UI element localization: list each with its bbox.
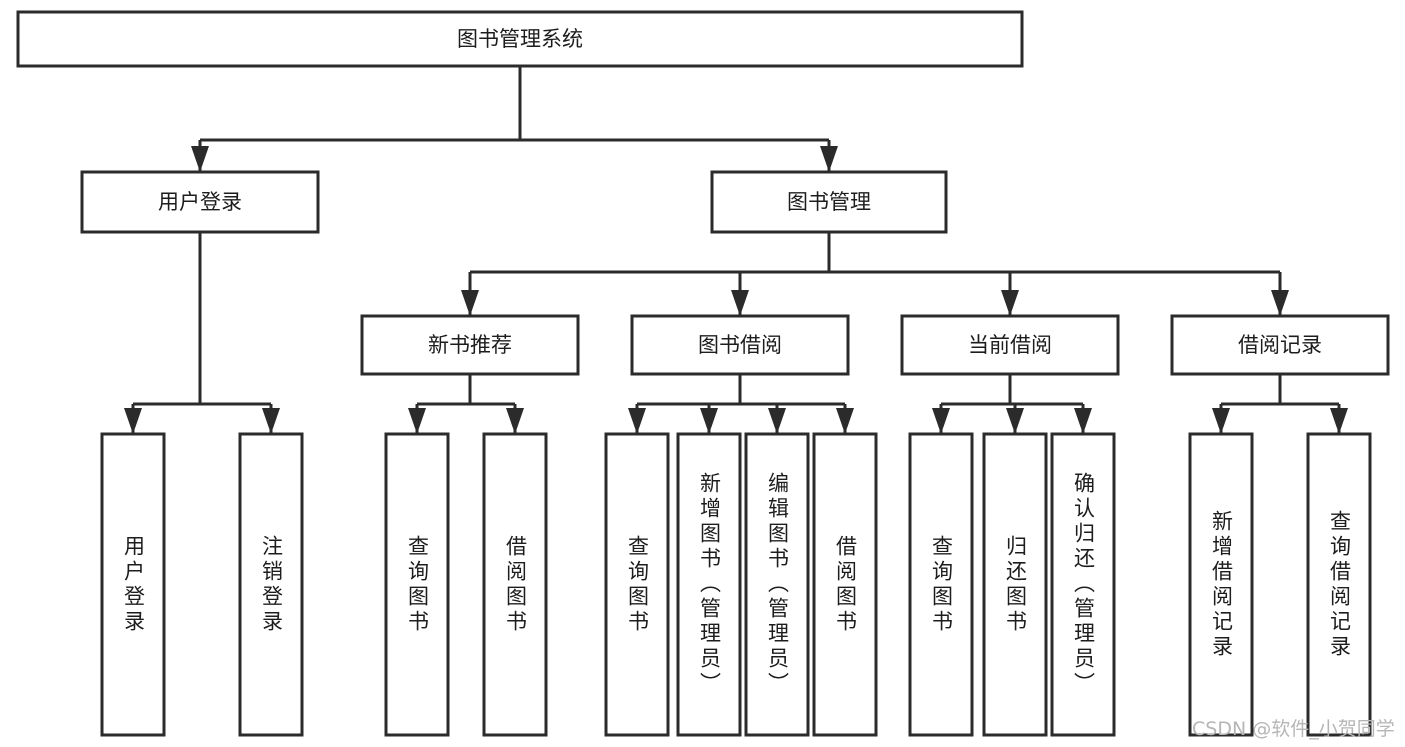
node-box-current-borrow[interactable]	[900, 314, 1120, 376]
arrow-head-user-login	[191, 146, 209, 172]
node-box-leaf-add-record[interactable]	[1188, 432, 1254, 737]
node-box-leaf-query-record[interactable]	[1306, 432, 1372, 737]
arrow-head-leaf-query-record	[1330, 408, 1348, 434]
arrow-head-leaf-edit-book	[768, 408, 786, 434]
node-box-book-manage[interactable]	[710, 170, 948, 234]
node-box-leaf-edit-book[interactable]	[744, 432, 810, 737]
node-box-new-book-rec[interactable]	[360, 314, 580, 376]
arrow-head-book-borrow	[731, 290, 749, 316]
arrow-head-book-manage	[820, 146, 838, 172]
arrow-head-leaf-borrow-book-1	[506, 408, 524, 434]
node-box-leaf-borrow-book-2[interactable]	[812, 432, 878, 737]
node-box-leaf-confirm-return[interactable]	[1050, 432, 1116, 737]
node-box-user-login[interactable]	[80, 170, 320, 234]
arrow-head-leaf-query-book-1	[408, 408, 426, 434]
node-box-leaf-add-book[interactable]	[676, 432, 742, 737]
node-label-book-manage: 图书管理	[787, 190, 871, 214]
connector-layer	[124, 66, 1348, 434]
arrow-head-leaf-add-book	[700, 408, 718, 434]
arrow-head-leaf-add-record	[1212, 408, 1230, 434]
node-label-user-login: 用户登录	[158, 190, 242, 214]
node-box-leaf-borrow-book-1[interactable]	[482, 432, 548, 737]
arrow-head-leaf-logout	[262, 408, 280, 434]
node-box-leaf-query-book-1[interactable]	[384, 432, 450, 737]
node-box-root[interactable]	[16, 10, 1024, 68]
arrow-head-leaf-user-login	[124, 408, 142, 434]
arrow-head-leaf-return-book	[1006, 408, 1024, 434]
box-layer	[16, 10, 1390, 737]
node-box-book-borrow[interactable]	[630, 314, 850, 376]
node-label-book-borrow: 图书借阅	[698, 333, 782, 357]
node-box-leaf-return-book[interactable]	[982, 432, 1048, 737]
node-box-borrow-record[interactable]	[1170, 314, 1390, 376]
arrow-head-new-book-rec	[461, 290, 479, 316]
arrow-head-current-borrow	[1001, 290, 1019, 316]
arrow-head-borrow-record	[1271, 290, 1289, 316]
node-label-current-borrow: 当前借阅	[968, 333, 1052, 357]
arrow-head-leaf-query-book-3	[932, 408, 950, 434]
arrow-head-leaf-confirm-return	[1074, 408, 1092, 434]
node-label-borrow-record: 借阅记录	[1238, 333, 1322, 357]
csdn-watermark: CSDN @软件_小贺同学	[1192, 718, 1395, 740]
node-box-leaf-query-book-3[interactable]	[908, 432, 974, 737]
node-label-new-book-rec: 新书推荐	[428, 333, 512, 357]
node-box-leaf-logout[interactable]	[238, 432, 304, 737]
arrow-head-leaf-query-book-2	[628, 408, 646, 434]
node-label-root: 图书管理系统	[457, 27, 583, 51]
node-box-leaf-user-login[interactable]	[100, 432, 166, 737]
arrow-head-leaf-borrow-book-2	[836, 408, 854, 434]
node-box-leaf-query-book-2[interactable]	[604, 432, 670, 737]
